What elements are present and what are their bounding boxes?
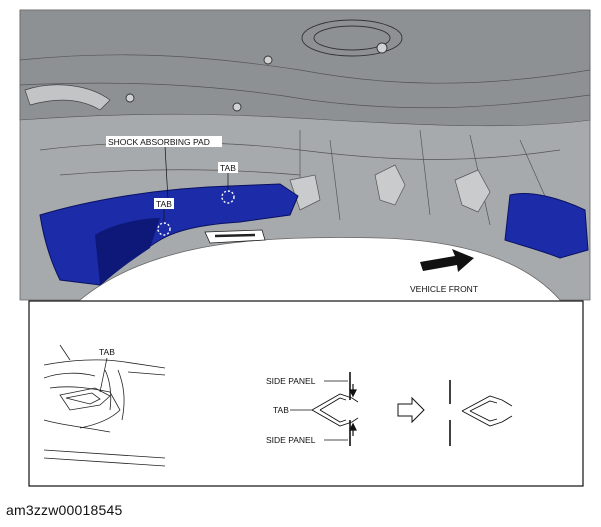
shock-absorbing-pad-right [504,192,589,259]
main-illustration: SHOCK ABSORBING PAD TAB TAB VEHICLE FRON… [19,9,591,301]
hollow-arrow-right-icon [397,396,425,424]
inset-tab-closeup [43,344,166,467]
hinge-arm [24,84,111,111]
label-vehicle-front: VEHICLE FRONT [410,284,478,294]
label-shock-absorbing-pad: SHOCK ABSORBING PAD [108,137,210,147]
squeeze-arrow-up-icon [349,422,357,436]
figure-caption: am3zzw00018545 [6,502,123,518]
label-side-panel-bottom: SIDE PANEL [266,435,316,445]
released-tab-clip [461,395,513,427]
inset-frame [28,300,584,487]
arrow-right-icon [420,249,474,272]
pad-clip-edge [214,233,256,238]
side-panel-top [324,372,351,400]
tab-marker-left [157,222,171,236]
panel-round-opening [125,19,403,112]
label-tab-left: TAB [156,199,172,209]
label-inset-tab: TAB [99,347,115,357]
tab-marker-upper [221,190,235,204]
label-tab-upper: TAB [220,163,236,173]
label-tab-middle: TAB [273,405,289,415]
panel-brackets [289,164,491,213]
side-panel-bottom [324,420,351,446]
squeeze-arrow-down-icon [349,384,357,398]
leader-shock-pad [164,145,169,201]
shock-absorbing-pad-shadow [95,218,160,285]
upper-panel-surface [19,9,591,127]
label-side-panel-top: SIDE PANEL [266,376,316,386]
detail-inset: TAB SIDE PANEL TAB SIDE PANEL [28,300,584,487]
tab-clip-shape [311,393,359,427]
leader-inset-tab [99,357,108,393]
